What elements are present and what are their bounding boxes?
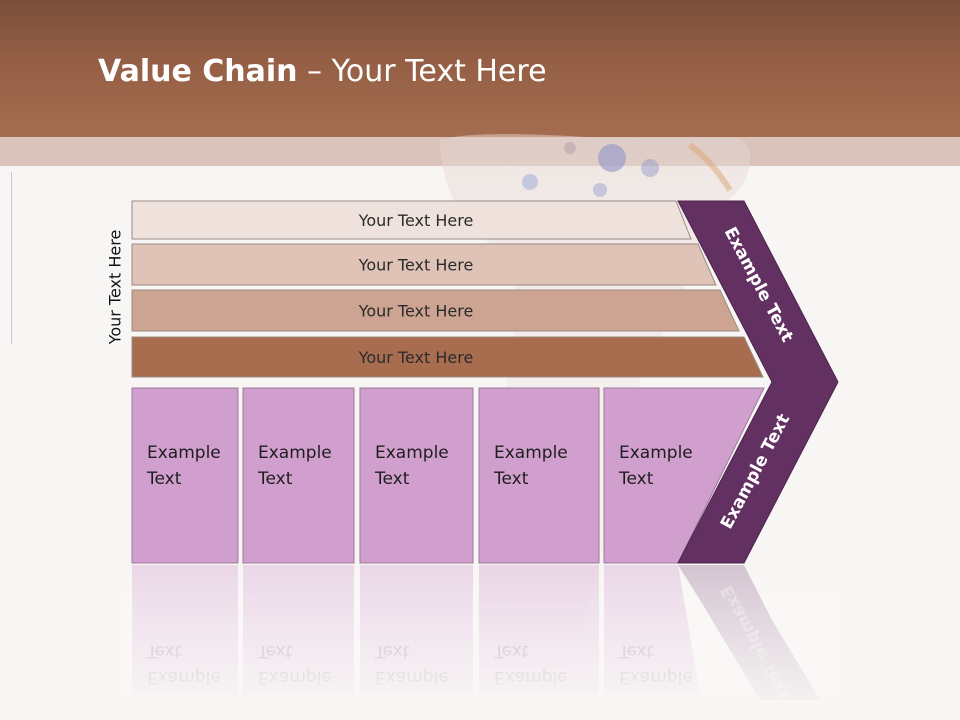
primary-box-label-4-line2: Text (493, 469, 529, 489)
support-row-label-4: Your Text Here (358, 348, 474, 367)
support-row-4 (131, 336, 764, 378)
primary-box-label-2-line2: Text (257, 469, 293, 489)
primary-box-label-5-line2: Text (618, 469, 654, 489)
primary-box-label-1-line1: Example (147, 443, 221, 463)
slide-title: Value Chain – Your Text Here (98, 54, 547, 89)
support-row-3 (131, 289, 740, 332)
primary-box-label-4-line1: Example (494, 443, 568, 463)
support-row-1 (131, 200, 692, 240)
primary-box-2 (242, 387, 355, 564)
support-row-label-3: Your Text Here (358, 302, 474, 321)
primary-box-label-3-line1: Example (375, 443, 449, 463)
primary-box-4 (478, 387, 600, 564)
primary-box-label-5-line1: Example (619, 443, 693, 463)
margin-chevron (677, 200, 839, 564)
primary-box-1 (131, 387, 239, 564)
support-row-label-1: Your Text Here (358, 211, 474, 230)
primary-box-label-3-line2: Text (374, 469, 410, 489)
reflection-fade (120, 565, 840, 720)
header-bar (0, 0, 960, 137)
primary-box-3 (359, 387, 474, 564)
primary-box-label-1-line2: Text (146, 469, 182, 489)
support-row-label-2: Your Text Here (358, 256, 474, 275)
primary-box-label-2-line1: Example (258, 443, 332, 463)
title-rest: – Your Text Here (297, 54, 547, 89)
left-divider (11, 172, 12, 344)
title-bold: Value Chain (98, 54, 298, 89)
support-row-2 (131, 243, 717, 286)
